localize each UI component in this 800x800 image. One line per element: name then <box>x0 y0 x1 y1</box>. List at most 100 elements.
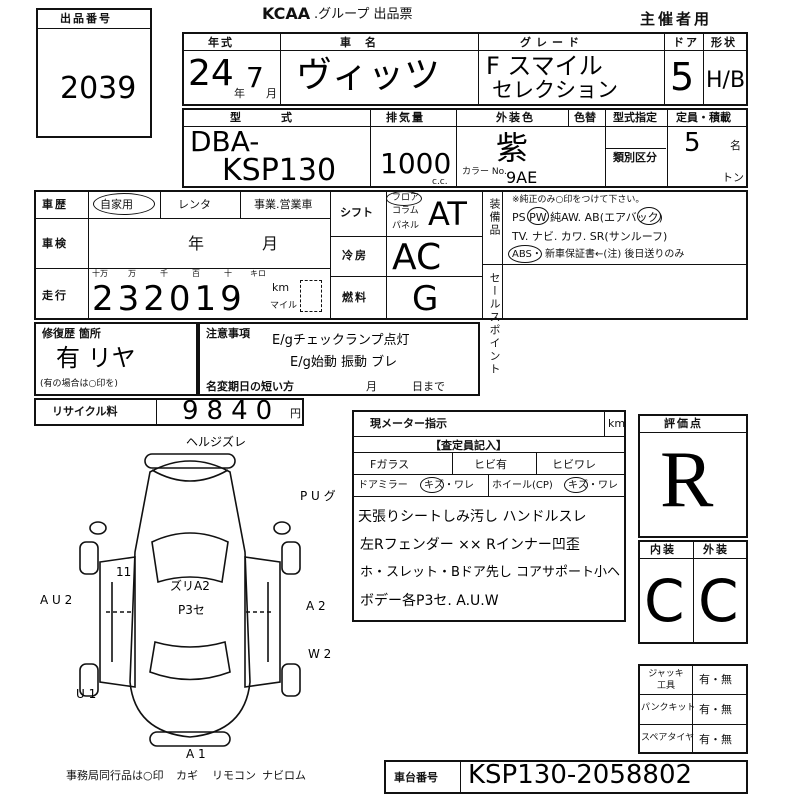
year-unit: 年 <box>234 87 245 100</box>
shift-value: AT <box>428 195 467 233</box>
repair-note: (有の場合は○印を) <box>40 379 118 389</box>
equip-line3: ABS・ 新車保証書←(注) 後日送りのみ <box>512 249 685 260</box>
place-100k: 十万 <box>92 269 108 278</box>
diagram-label-roof: ズリA2 <box>170 579 210 593</box>
wheel-fl <box>79 541 99 575</box>
equip-ab-mark <box>637 207 661 225</box>
interior-label: 内装 <box>650 543 676 556</box>
second-row <box>182 108 748 188</box>
recycle-value: 9840 <box>182 396 281 426</box>
mileage-value: 232019 <box>92 279 246 319</box>
equip-note: ※純正のみ○印をつけて下さい。 <box>512 195 645 205</box>
exterior-value: C <box>698 567 739 635</box>
diagram-label-pug: P U グ <box>300 489 336 503</box>
ac-value: AC <box>392 237 442 278</box>
model-label: 車名 <box>340 36 390 49</box>
place-100: 百 <box>192 269 200 278</box>
mileage-check-box <box>300 280 322 312</box>
mileage-unit-mile: マイル <box>270 301 298 311</box>
puncture-label: パンクキット <box>641 703 696 713</box>
type-designation-label: 型式指定 <box>613 111 657 124</box>
caution-box <box>198 322 480 396</box>
glass-opt-2: ヒビワレ <box>552 458 596 471</box>
history-option-rental: レンタ <box>178 198 211 211</box>
windshield <box>151 532 229 584</box>
diagram-label-a2: A 2 <box>306 599 326 613</box>
front-bumper <box>144 453 236 469</box>
glass-label: Fガラス <box>370 458 410 471</box>
caution-line1: E/gチェックランプ点灯 <box>272 333 410 348</box>
shift-label: シフト <box>340 206 373 219</box>
grade-value-2: セレクション <box>492 78 618 102</box>
displacement-unit: c.c. <box>432 177 448 187</box>
ac-label: 冷房 <box>342 249 368 262</box>
rear-bumper <box>149 731 231 747</box>
mileage-label: 走行 <box>42 289 68 302</box>
recycle-label: リサイクル料 <box>52 405 118 418</box>
glass-opt-1: ヒビ有 <box>474 458 507 471</box>
diagram-label-w2: W 2 <box>308 647 332 661</box>
month-unit: 月 <box>266 87 277 100</box>
host-label: 主催者用 <box>640 10 713 28</box>
type-value-2: KSP130 <box>222 153 337 188</box>
ext-color-value: 紫 <box>496 129 529 167</box>
left-side <box>99 556 136 688</box>
color-code-value: 9AE <box>506 168 538 187</box>
right-side <box>244 556 281 688</box>
caution-line2: E/g始動 振動 ブレ <box>290 355 398 370</box>
jack-label: ジャッキ 工具 <box>648 669 684 691</box>
shift-selected-mark <box>386 191 422 206</box>
meter-label: 現メーター指示 <box>370 417 447 430</box>
mirror-value: キズ・ワレ <box>424 480 474 491</box>
place-10: 十 <box>224 269 232 278</box>
chassis-label: 車台番号 <box>394 771 438 784</box>
repair-box <box>34 322 198 396</box>
wheel-fr <box>281 541 301 575</box>
car-diagram <box>79 453 301 747</box>
capacity-value: 5 <box>684 128 701 158</box>
diagram-label-u1: U 1 <box>76 687 97 701</box>
org-logo: KCAA <box>262 4 311 23</box>
recycle-box <box>34 398 304 426</box>
wheel-label: ホイール(CP) <box>492 480 553 491</box>
mirror-mark <box>420 477 444 493</box>
score-box <box>638 414 748 538</box>
fuel-label: 燃料 <box>342 291 368 304</box>
history-label: 車歴 <box>42 198 68 211</box>
score-value: R <box>660 436 714 524</box>
type-value-1: DBA- <box>190 125 260 158</box>
wheel-mark <box>564 477 588 493</box>
inspection-label: 車検 <box>42 237 68 250</box>
mirror-label: ドアミラー <box>358 480 408 491</box>
history-block <box>34 190 748 320</box>
inspector-section-title: 【査定員記入】 <box>430 439 507 452</box>
wheel-value: キズ・ワレ <box>568 480 618 491</box>
equip-abs-mark <box>508 245 542 263</box>
history-option-commercial: 事業.営業車 <box>254 198 313 211</box>
shift-panel: パネル <box>392 221 420 231</box>
repair-label: 修復歴 箇所 <box>42 327 101 340</box>
equip-pw-mark <box>527 207 549 225</box>
name-change-month: 月 <box>366 380 377 393</box>
equip-line2: TV. ナビ. カワ. SR(サンルーフ) <box>512 230 668 243</box>
inspector-note-1: 天張りシートしみ汚し ハンドルスレ <box>358 509 587 525</box>
type-label: 型式 <box>230 111 332 124</box>
lot-number: 2039 <box>60 71 137 106</box>
puncture-option: 有・無 <box>699 703 732 716</box>
wheel-rr <box>281 663 301 697</box>
diagram-label-front: ヘルジズレ <box>186 435 247 449</box>
inspector-note-4: ボデー各P3セ. A.U.W <box>360 593 499 609</box>
score-label: 評価点 <box>664 417 703 430</box>
footer-item-navirom: ナビロム <box>262 769 306 782</box>
org-title: .グループ 出品票 <box>314 7 413 22</box>
color-code-label: カラー No. <box>462 167 507 177</box>
inspector-box <box>352 410 626 622</box>
inspection-year-unit: 年 <box>188 234 205 253</box>
capacity-label: 定員・積載 <box>676 111 731 124</box>
place-1k: 千 <box>160 269 168 278</box>
body-value: H/B <box>706 68 746 93</box>
chassis-box <box>384 760 748 794</box>
lot-number-label: 出品番号 <box>60 12 112 25</box>
fuel-value: G <box>412 279 439 319</box>
